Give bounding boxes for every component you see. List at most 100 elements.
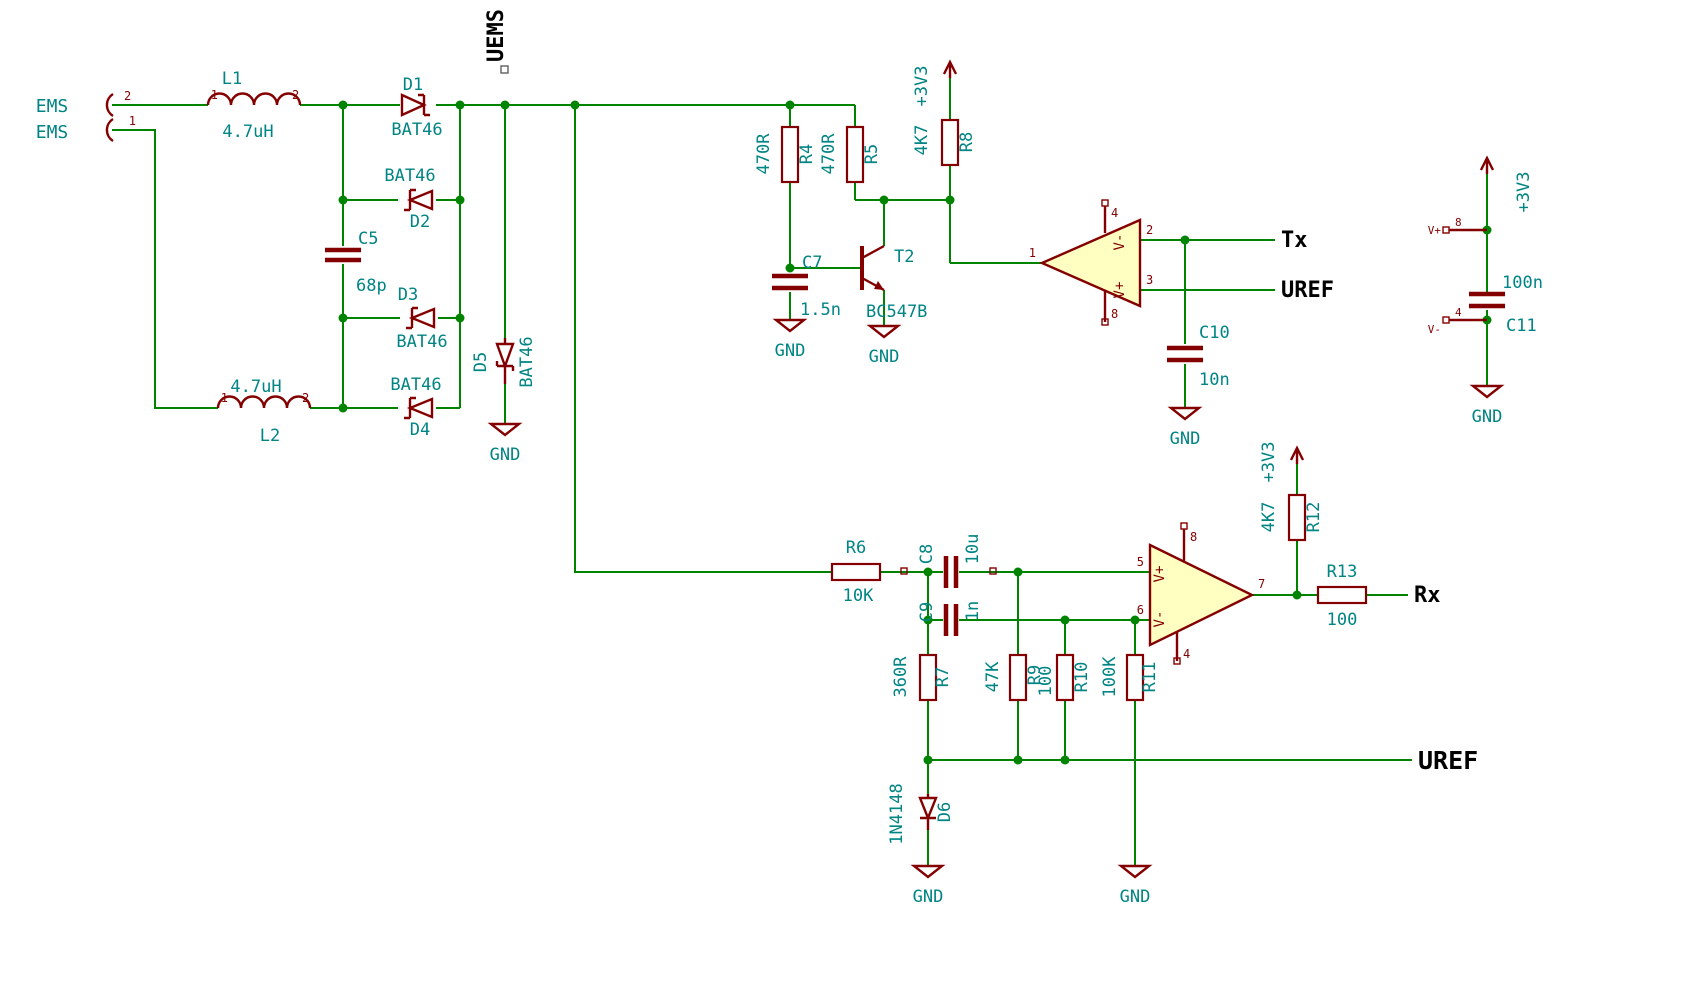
power-3v3-r8-label: +3V3 bbox=[912, 66, 932, 107]
capacitor-c11[interactable]: 100n C11 bbox=[1469, 273, 1543, 336]
gnd-r11[interactable]: GND bbox=[1117, 864, 1153, 907]
diode-d5[interactable]: D5 BAT46 bbox=[471, 336, 537, 387]
net-label-rx[interactable]: Rx bbox=[1414, 583, 1441, 608]
r6-value: 10K bbox=[843, 586, 874, 606]
c5-value: 68p bbox=[356, 276, 387, 296]
power-3v3-r12[interactable]: +3V3 bbox=[1259, 442, 1305, 483]
opamp-a-pin-3: 3 bbox=[1146, 273, 1153, 287]
capacitor-c10[interactable]: C10 10n bbox=[1167, 323, 1230, 390]
opamp-b[interactable]: V+ V- 5 6 7 8 4 bbox=[1137, 522, 1265, 665]
transistor-t2[interactable]: T2 BC547B bbox=[860, 244, 927, 322]
power-unit-vplus: V+ bbox=[1428, 224, 1442, 237]
gnd-c10[interactable]: GND bbox=[1167, 406, 1203, 449]
diode-d4[interactable]: BAT46 D4 bbox=[390, 375, 441, 440]
capacitor-c9[interactable]: C9 1n bbox=[917, 601, 983, 636]
opamp-a-pin-1: 1 bbox=[1029, 246, 1036, 260]
resistor-r11[interactable]: 100K R11 bbox=[1100, 653, 1160, 702]
gnd-c7-label: GND bbox=[775, 341, 806, 361]
power-3v3-r8[interactable]: +3V3 bbox=[912, 59, 958, 107]
t2-value: BC547B bbox=[866, 302, 927, 322]
net-label-uref-a[interactable]: UREF bbox=[1281, 278, 1334, 303]
c10-value: 10n bbox=[1199, 370, 1230, 390]
capacitor-c8[interactable]: C8 10u bbox=[900, 534, 997, 588]
uems-label-text: UEMS bbox=[484, 9, 509, 62]
d1-value: BAT46 bbox=[391, 120, 442, 140]
connector-ems[interactable]: 2 1 EMS EMS bbox=[36, 89, 136, 143]
connector-pin-2: 2 bbox=[124, 89, 131, 103]
rx-label-text: Rx bbox=[1414, 583, 1441, 608]
r11-value: 100K bbox=[1100, 656, 1120, 698]
gnd-c10-label: GND bbox=[1170, 429, 1201, 449]
c9-value: 1n bbox=[963, 601, 983, 621]
resistor-r8[interactable]: 4K7 R8 bbox=[912, 118, 977, 167]
uref-rail-label-text: UREF bbox=[1418, 746, 1478, 775]
net-label-tx[interactable]: Tx bbox=[1281, 228, 1308, 253]
opamp-a[interactable]: V- V+ 1 2 3 4 8 bbox=[1029, 199, 1153, 326]
c7-value: 1.5n bbox=[800, 300, 841, 320]
gnd-d5[interactable]: GND bbox=[487, 422, 523, 465]
r10-value: 100 bbox=[1036, 666, 1056, 697]
r4-value: 470R bbox=[754, 133, 774, 175]
net-label-uems[interactable]: UEMS bbox=[484, 9, 509, 74]
d1-ref: D1 bbox=[403, 75, 423, 95]
r9-ref: R9 bbox=[1025, 665, 1045, 685]
inductor-l2[interactable]: 4.7uH L2 1 2 bbox=[216, 377, 312, 446]
c8-ref: C8 bbox=[917, 544, 937, 564]
power-3v3-right[interactable]: +3V3 bbox=[1479, 155, 1534, 212]
r9-value: 47K bbox=[983, 661, 1003, 692]
diode-d1[interactable]: D1 BAT46 bbox=[391, 75, 442, 140]
gnd-t2[interactable]: GND bbox=[866, 324, 902, 367]
resistor-r6[interactable]: R6 10K bbox=[830, 538, 882, 606]
inductor-l1[interactable]: L1 4.7uH 1 2 bbox=[206, 69, 302, 142]
opamp-a-pin-8: 8 bbox=[1111, 307, 1118, 321]
power-unit-pin-4: 4 bbox=[1455, 306, 1462, 319]
wire-segments[interactable] bbox=[112, 78, 1488, 866]
c9-ref: C9 bbox=[917, 602, 937, 622]
resistor-r10[interactable]: 100 R10 bbox=[1036, 653, 1092, 702]
d4-value: BAT46 bbox=[390, 375, 441, 395]
r7-ref: R7 bbox=[933, 667, 953, 687]
gnd-d6-label: GND bbox=[913, 887, 944, 907]
r6-ref: R6 bbox=[846, 538, 866, 558]
opamp-power-unit[interactable]: V+ 8 V- 4 bbox=[1428, 216, 1487, 336]
gnd-c11[interactable]: GND bbox=[1469, 384, 1505, 427]
d4-ref: D4 bbox=[410, 420, 430, 440]
diode-d6[interactable]: 1N4148 D6 bbox=[887, 783, 955, 844]
power-unit-vminus: V- bbox=[1428, 323, 1441, 336]
r12-ref: R12 bbox=[1304, 502, 1324, 533]
capacitor-c5[interactable]: C5 68p bbox=[325, 229, 387, 296]
diode-d2[interactable]: BAT46 D2 bbox=[384, 166, 435, 232]
capacitor-c7[interactable]: C7 1.5n bbox=[772, 253, 841, 320]
r7-value: 360R bbox=[891, 656, 911, 698]
d3-ref: D3 bbox=[398, 285, 418, 305]
gnd-r11-label: GND bbox=[1120, 887, 1151, 907]
junction-dots bbox=[338, 100, 1492, 765]
gnd-d6[interactable]: GND bbox=[910, 864, 946, 907]
diode-d3[interactable]: D3 BAT46 bbox=[396, 285, 447, 352]
power-unit-pin-8: 8 bbox=[1455, 216, 1462, 229]
net-label-ems-bottom[interactable]: EMS bbox=[36, 122, 69, 143]
resistor-r13[interactable]: R13 100 bbox=[1316, 562, 1368, 630]
resistor-r4[interactable]: 470R R4 bbox=[754, 125, 817, 184]
resistor-r7[interactable]: 360R R7 bbox=[891, 653, 953, 702]
net-label-ems-top[interactable]: EMS bbox=[36, 96, 69, 117]
resistor-r9[interactable]: 47K R9 bbox=[983, 653, 1045, 702]
resistor-r12[interactable]: 4K7 R12 bbox=[1259, 493, 1324, 542]
opamp-b-vplus: V+ bbox=[1152, 566, 1168, 583]
gnd-c7[interactable]: GND bbox=[772, 318, 808, 361]
gnd-d5-label: GND bbox=[490, 445, 521, 465]
opamp-b-pin-5: 5 bbox=[1137, 555, 1144, 569]
gnd-t2-label: GND bbox=[869, 347, 900, 367]
d6-ref: D6 bbox=[935, 802, 955, 822]
r11-ref: R11 bbox=[1140, 662, 1160, 693]
opamp-b-pin-8: 8 bbox=[1190, 530, 1197, 544]
net-label-uref-rail[interactable]: UREF bbox=[1418, 746, 1478, 775]
l2-value: 4.7uH bbox=[230, 377, 281, 397]
l2-ref: L2 bbox=[260, 426, 280, 446]
c11-value: 100n bbox=[1502, 273, 1543, 293]
c11-ref: C11 bbox=[1506, 316, 1537, 336]
opamp-b-pin-6: 6 bbox=[1137, 603, 1144, 617]
gnd-c11-label: GND bbox=[1472, 407, 1503, 427]
resistor-r5[interactable]: 470R R5 bbox=[819, 125, 882, 184]
